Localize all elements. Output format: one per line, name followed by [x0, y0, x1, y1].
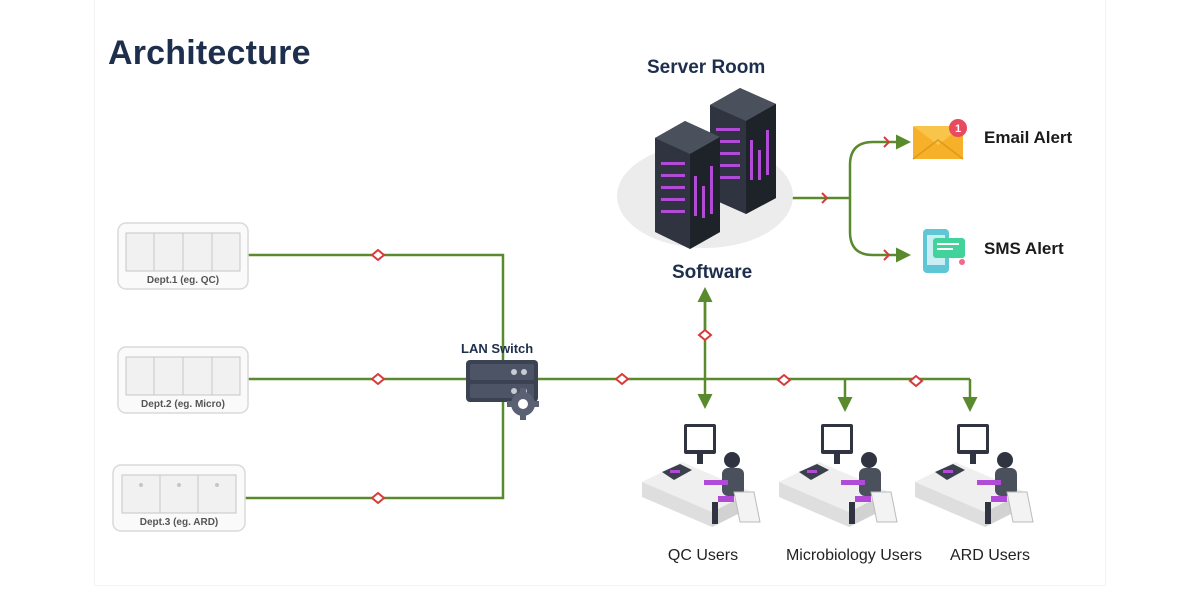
chevron-marks	[821, 136, 891, 261]
workstation-user-icon	[915, 424, 1034, 527]
dept3-link	[245, 380, 505, 500]
connector-mark	[370, 491, 386, 505]
connector-mark	[908, 374, 924, 388]
dept1-label: Dept.1 (eg. QC)	[146, 275, 220, 286]
server-room-label: Server Room	[647, 57, 766, 78]
workstation-user-icon	[779, 424, 898, 527]
page-title: Architecture	[108, 34, 311, 72]
sms-alert-label: SMS Alert	[984, 239, 1064, 258]
connector-mark	[614, 372, 630, 386]
ard-users-label: ARD Users	[949, 547, 1030, 564]
connector-mark	[697, 328, 713, 342]
chevron-mark	[883, 249, 891, 261]
email-alert-link	[848, 134, 911, 198]
dept2-label: Dept.2 (eg. Micro)	[141, 399, 225, 410]
email-icon	[912, 119, 967, 160]
connector-marks	[370, 248, 924, 505]
connection-lines	[245, 134, 978, 500]
equipment-rack-icon	[112, 464, 246, 532]
microbiology-users-label: Microbiology Users	[785, 547, 923, 564]
equipment-rack-icon	[117, 222, 249, 290]
qc-users-label: QC Users	[667, 547, 739, 564]
lan-switch-icon	[466, 360, 539, 420]
connector-mark	[776, 373, 792, 387]
lan-switch-label: LAN Switch	[461, 341, 534, 356]
gear-icon	[507, 388, 539, 420]
workstation-user-icon	[642, 424, 761, 527]
email-alert-label: Email Alert	[984, 128, 1073, 147]
connector-mark	[370, 372, 386, 386]
sms-alert-link	[848, 198, 911, 263]
email-badge: 1	[955, 123, 961, 135]
software-label: Software	[672, 262, 753, 283]
connector-mark	[370, 248, 386, 262]
chevron-mark	[883, 136, 891, 148]
dept1-link	[245, 253, 505, 380]
sms-icon	[923, 229, 965, 273]
server-room-icon	[617, 88, 793, 249]
dept3-label: Dept.3 (eg. ARD)	[139, 517, 219, 528]
chevron-mark	[821, 192, 829, 204]
equipment-rack-icon	[117, 346, 249, 414]
